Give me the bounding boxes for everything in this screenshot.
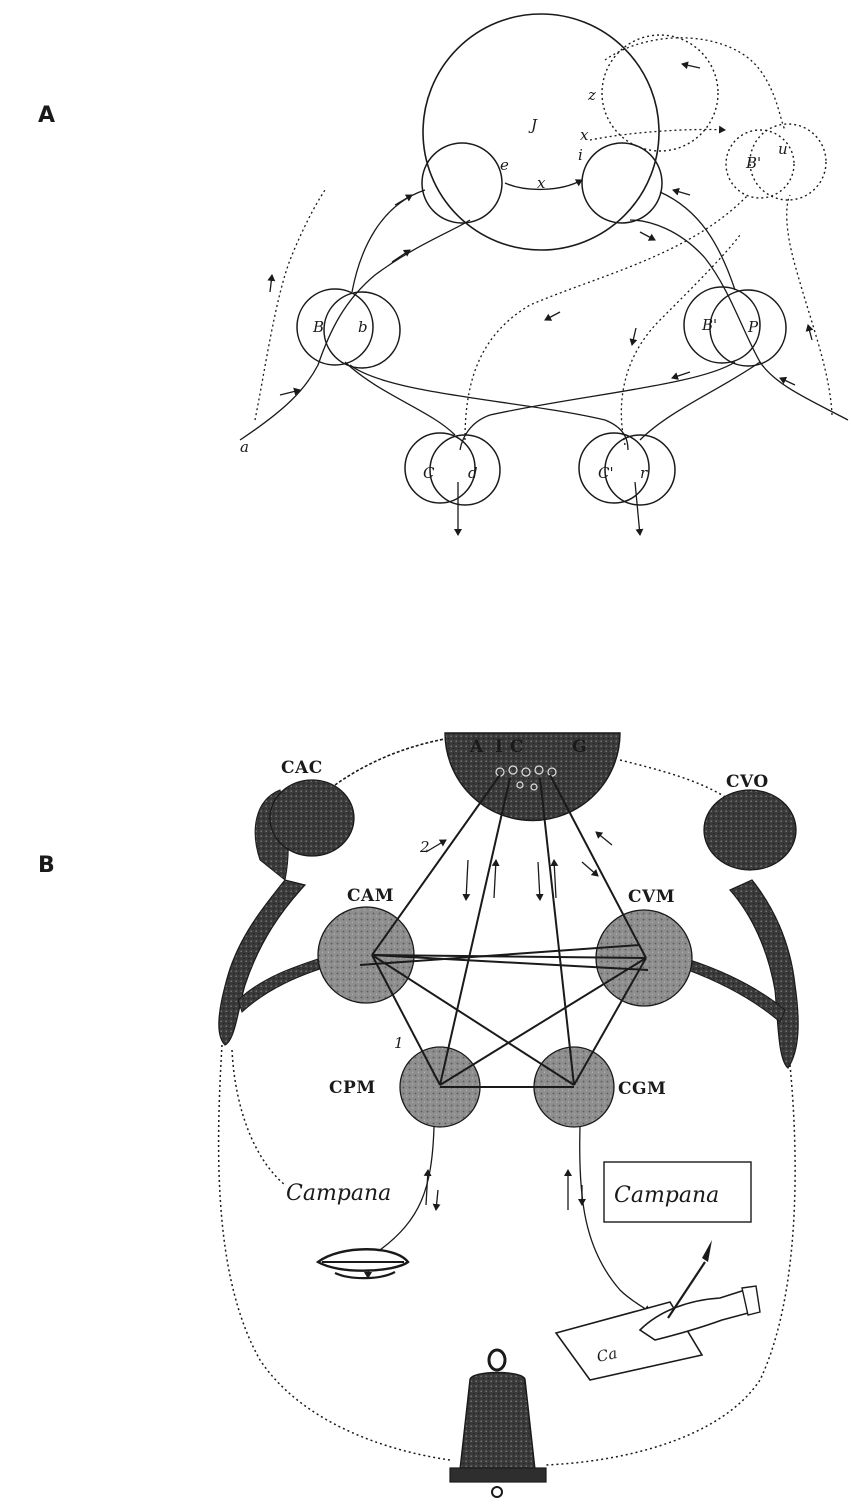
arrow-cross [672,372,690,378]
label-b-left: B [312,318,324,336]
center-d-circle [430,435,500,505]
dotted-large-circle [602,35,718,151]
label-cgm: CGM [618,1079,666,1099]
arrow-b-4 [538,862,540,900]
pathway-p-to-inner-right [660,192,735,290]
dotted-to-r [621,235,740,445]
mouth-icon [318,1249,408,1278]
arrow-p-down [640,232,655,240]
pathway-cgm-to-hand [580,1127,650,1312]
label-b-small: b [358,318,368,336]
dotted-top-arc [605,38,785,130]
panel-b: B [38,733,798,1497]
dotted-u-circle [750,124,826,200]
label-cpm: CPM [329,1078,376,1098]
arrow-b-3 [494,860,496,898]
mark-two: 2 [419,838,430,856]
center-cvo-blob [704,790,796,870]
panel-a-label: A [38,103,55,128]
pathway-a-to-b [240,220,470,440]
center-c-left-circle [405,433,475,503]
label-z: z [587,86,596,104]
label-c-right: C' [598,464,614,482]
label-cvo: CVO [726,772,769,792]
arrow-b-2 [466,860,468,900]
label-cac: CAC [281,758,323,778]
bell-icon [450,1350,546,1497]
pathway-b-to-inner-left [352,190,425,292]
label-x-top: x [580,126,589,144]
center-cac-blob [270,780,354,856]
label-j: J [528,116,538,134]
arrow-top [682,64,700,68]
pathway-r-output [635,482,640,535]
pathway-b-to-c-prime [350,365,628,450]
panel-b-label: B [38,853,55,878]
label-c-left: C [423,464,435,482]
pathway-p-to-r [640,362,760,440]
wavy-cac-to-top [335,738,450,785]
dotted-top-to-cvo [620,760,730,800]
arrow-b-up [392,250,410,262]
arrow-dotted-r [632,328,636,345]
panel-a: A [38,14,848,535]
dotted-left-loop [255,190,325,420]
tract-right [730,880,798,1068]
dotted-left-to-campana [232,1050,285,1185]
label-e: e [500,156,509,174]
label-cvm: CVM [628,887,675,907]
word-written: Campana [614,1183,719,1208]
word-spoken: Campana [286,1181,391,1206]
label-d: d [468,464,478,482]
dotted-j-to-b-prime [590,129,725,140]
arrow-cpm-in-2 [436,1190,438,1210]
pathway-b-to-d [345,362,455,435]
arrow-p-in [673,190,690,195]
label-u: u [778,140,788,158]
arrow-b-5 [554,860,556,898]
arrow-left-up [270,275,272,292]
mark-one: 1 [394,1034,404,1052]
writing-hand-icon: Ca [556,1240,760,1380]
pathway-right-input [630,220,848,420]
label-r: r [640,464,648,482]
label-i: i [578,146,583,164]
label-a: a [240,438,249,456]
label-p: P [747,318,759,336]
arrow-b-6 [582,862,598,876]
arrow-right-up [808,325,812,340]
label-top-left-fragment: A [469,737,484,757]
label-cam: CAM [347,886,394,906]
tract-left [219,880,305,1045]
inner-right-circle [582,143,662,223]
label-b-prime: B' [701,316,717,334]
label-top-right-fragment: G [572,737,587,757]
arrow-b-up-2 [395,195,412,205]
arrow-dotted-down [545,312,560,320]
label-ic: I C [495,737,524,757]
label-x-bottom: x [537,174,546,192]
arrow-b-7 [596,832,612,845]
label-b-prime-dotted: B' [745,154,761,172]
dotted-right-loop [787,195,832,415]
